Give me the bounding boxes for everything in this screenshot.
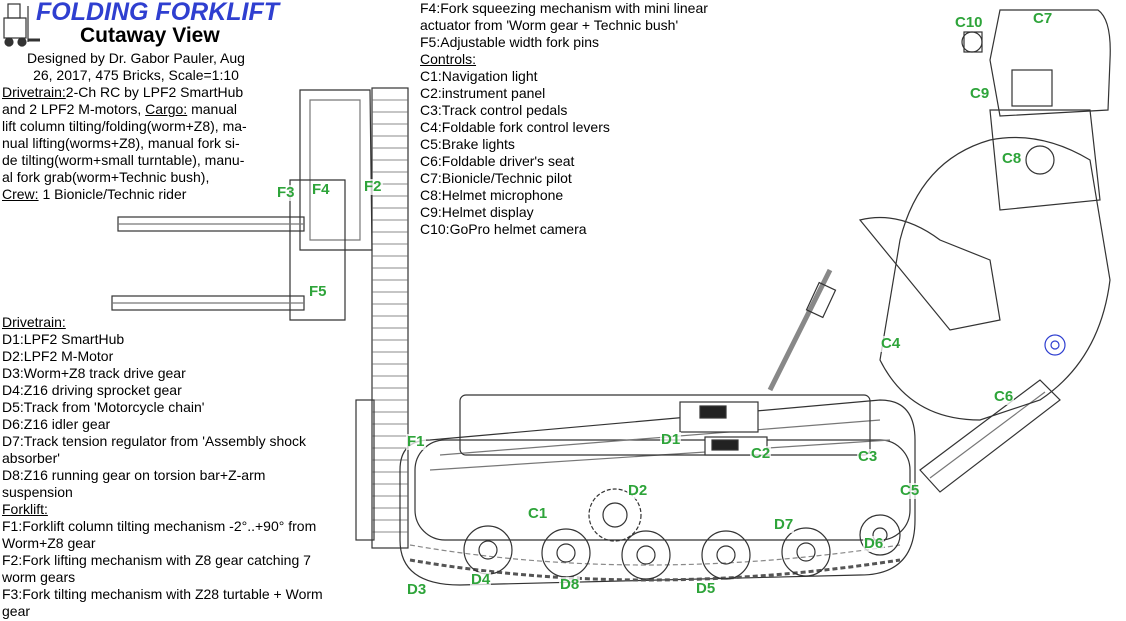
- callout-c6: C6: [993, 388, 1015, 405]
- control-item: C1:Navigation light: [420, 68, 538, 84]
- intro-line: al fork grab(worm+Technic bush),: [2, 169, 210, 185]
- drivetrain-item: D5:Track from 'Motorcycle chain': [2, 399, 205, 415]
- drivetrain-item: D6:Z16 idler gear: [2, 416, 111, 432]
- credit-block: Designed by Dr. Gabor Pauler, Aug 26, 20…: [6, 50, 266, 84]
- forklift-item: Worm+Z8 gear: [2, 535, 96, 551]
- drivetrain-item: D8:Z16 running gear on torsion bar+Z-arm: [2, 467, 266, 483]
- drivetrain-heading: Drivetrain:: [2, 314, 66, 330]
- callout-f5: F5: [308, 283, 328, 300]
- forklift-heading: Forklift:: [2, 501, 48, 517]
- credit-line-1: Designed by Dr. Gabor Pauler, Aug: [27, 50, 245, 66]
- credit-line-2: 26, 2017, 475 Bricks, Scale=1:10: [33, 67, 239, 83]
- callout-c1: C1: [527, 505, 549, 522]
- left-list: Drivetrain: D1:LPF2 SmartHub D2:LPF2 M-M…: [2, 314, 323, 620]
- control-item: C8:Helmet microphone: [420, 187, 564, 203]
- forklift-item: F2:Fork lifting mechanism with Z8 gear c…: [2, 552, 311, 568]
- control-item: C4:Foldable fork control levers: [420, 119, 610, 135]
- drivetrain-item: D1:LPF2 SmartHub: [2, 331, 125, 347]
- intro-cargo-key: Cargo:: [145, 101, 188, 117]
- drivetrain-item: D3:Worm+Z8 track drive gear: [2, 365, 186, 381]
- callout-c5: C5: [899, 482, 921, 499]
- intro-line2-a: and 2 LPF2 M-motors,: [2, 101, 146, 117]
- callout-d5: D5: [695, 580, 717, 597]
- callout-d1: D1: [660, 431, 682, 448]
- drivetrain-item: D7:Track tension regulator from 'Assembl…: [2, 433, 307, 449]
- forklift-item: F1:Forklift column tilting mechanism -2°…: [2, 518, 317, 534]
- intro-line: de tilting(worm+small turntable), manu-: [2, 152, 245, 168]
- drivetrain-item: D2:LPF2 M-Motor: [2, 348, 114, 364]
- callout-f4: F4: [311, 181, 331, 198]
- control-item: C2:instrument panel: [420, 85, 546, 101]
- callout-d4: D4: [470, 571, 492, 588]
- callout-f1: F1: [406, 433, 426, 450]
- control-item: C9:Helmet display: [420, 204, 534, 220]
- callout-d3: D3: [406, 581, 428, 598]
- drivetrain-item: suspension: [2, 484, 73, 500]
- control-item: C5:Brake lights: [420, 136, 515, 152]
- callout-c3: C3: [857, 448, 879, 465]
- intro-drivetrain-key: Drivetrain:: [2, 84, 66, 100]
- callout-d7: D7: [773, 516, 795, 533]
- callout-f3: F3: [276, 184, 296, 201]
- control-item: C7:Bionicle/Technic pilot: [420, 170, 572, 186]
- top-list-line: actuator from 'Worm gear + Technic bush': [420, 17, 679, 33]
- intro-line: lift column tilting/folding(worm+Z8), ma…: [2, 118, 247, 134]
- drivetrain-item: absorber': [2, 450, 60, 466]
- callout-c9: C9: [969, 85, 991, 102]
- callout-c4: C4: [880, 335, 902, 352]
- top-list: F4:Fork squeezing mechanism with mini li…: [420, 0, 708, 238]
- forklift-item: F3:Fork tilting mechanism with Z28 turta…: [2, 586, 323, 602]
- intro-line2-b: manual: [187, 101, 238, 117]
- callout-c8: C8: [1001, 150, 1023, 167]
- control-item: C10:GoPro helmet camera: [420, 221, 587, 237]
- callout-c2: C2: [750, 445, 772, 462]
- callout-d8: D8: [559, 576, 581, 593]
- intro-line: nual lifting(worms+Z8), manual fork si-: [2, 135, 240, 151]
- drivetrain-item: D4:Z16 driving sprocket gear: [2, 382, 182, 398]
- intro-crew-text: 1 Bionicle/Technic rider: [38, 186, 187, 202]
- controls-heading: Controls:: [420, 51, 477, 67]
- callout-d6: D6: [863, 535, 885, 552]
- callout-c7: C7: [1032, 10, 1054, 27]
- intro-crew-key: Crew:: [2, 186, 39, 202]
- forklift-item: worm gears: [2, 569, 76, 585]
- top-list-line: F4:Fork squeezing mechanism with mini li…: [420, 0, 708, 16]
- app-title: FOLDING FORKLIFT: [36, 0, 280, 26]
- callout-f2: F2: [363, 178, 383, 195]
- intro-drivetrain-text: 2-Ch RC by LPF2 SmartHub: [65, 84, 244, 100]
- callout-c10: C10: [954, 14, 984, 31]
- intro-block: Drivetrain:2-Ch RC by LPF2 SmartHub and …: [2, 84, 247, 203]
- callout-d2: D2: [627, 482, 649, 499]
- control-item: C6:Foldable driver's seat: [420, 153, 575, 169]
- top-list-line: F5:Adjustable width fork pins: [420, 34, 599, 50]
- page-subtitle: Cutaway View: [80, 24, 220, 47]
- forklift-logo-icon: [3, 3, 40, 47]
- control-item: C3:Track control pedals: [420, 102, 568, 118]
- forklift-item: gear: [2, 603, 31, 619]
